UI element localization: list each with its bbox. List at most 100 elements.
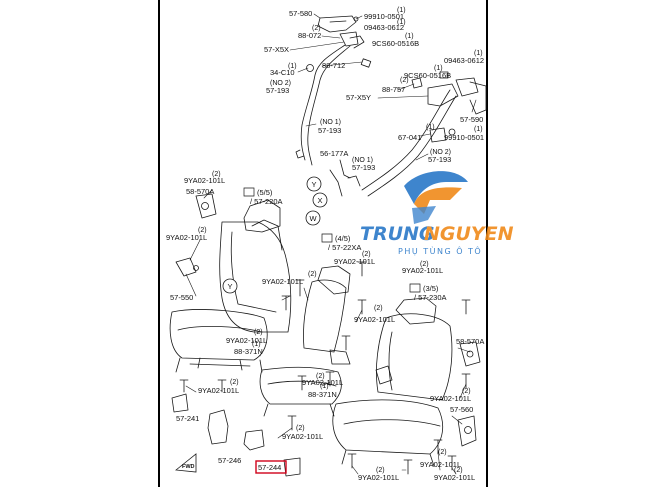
- part-88-371n-2: 88-371N: [308, 390, 337, 399]
- part-57-x5x: 57-X5X: [264, 45, 289, 54]
- qty-9ya02-14: (2): [454, 467, 463, 474]
- fwd-label: FWD: [182, 464, 195, 470]
- brand-watermark: TRUNG NGUYEN PHỤ TÙNG Ô TÔ: [360, 171, 514, 256]
- qty-67-041: (1): [426, 124, 435, 131]
- part-57-230a: / 57-230A: [414, 293, 447, 302]
- section-label-55: (5/5): [257, 188, 273, 197]
- brand-name-b: NGUYEN: [424, 223, 514, 245]
- qty-9ya02-4: (2): [420, 261, 429, 268]
- qty-9ya02-12: (2): [438, 449, 447, 456]
- brand-tagline: PHỤ TÙNG Ô TÔ: [398, 245, 482, 256]
- qty-34-c10: (1): [288, 63, 297, 70]
- qty-9ya02-7: (2): [254, 329, 263, 336]
- marker-y-circle: [306, 176, 322, 192]
- qty-9cs60-top: (1): [405, 33, 414, 40]
- brand-logo-icon: [404, 171, 468, 204]
- part-09463-0612-top: 09463-0612: [364, 23, 404, 32]
- marker-x-circle: [312, 192, 328, 208]
- qty-99910-right: (1): [474, 126, 483, 133]
- section-55-icon: [243, 187, 255, 197]
- qty-9ya02-5: (2): [308, 271, 317, 278]
- left-seat-assembly: [169, 193, 305, 393]
- qty-9ya02-10: (2): [462, 388, 471, 395]
- qty-88-072: (2): [312, 25, 321, 32]
- part-9ya02-101l-7: 9YA02-101L: [226, 336, 267, 345]
- qty-9ya02-1: (2): [212, 171, 221, 178]
- part-67-041: 67-041: [398, 133, 421, 142]
- part-09463-0612-right: 09463-0612: [444, 56, 484, 65]
- qty-9ya02-2: (2): [198, 227, 207, 234]
- qty-9ya02-6: (2): [374, 305, 383, 312]
- part-34-c10: 34-C10: [270, 68, 295, 77]
- part-9ya02-101l-8: 9YA02-101L: [302, 378, 343, 387]
- part-57-246: 57-246: [218, 456, 241, 465]
- marker-x: X: [318, 196, 323, 205]
- qty-88-371n-2: (1): [320, 383, 329, 390]
- part-57-193-c: 57-193: [428, 155, 451, 164]
- marker-y-seat-circle: [222, 278, 238, 294]
- part-9ya02-101l-5: 9YA02-101L: [262, 277, 303, 286]
- marker-y-seat: Y: [228, 282, 233, 291]
- part-88-371n-1: 88-371N: [234, 347, 263, 356]
- section-label-45: (4/5): [335, 234, 351, 243]
- qty-88-371n-1: (1): [252, 341, 261, 348]
- marker-w: W: [310, 214, 318, 223]
- note-no1-d: (NO 1): [352, 157, 373, 164]
- leader-lines: [185, 13, 477, 475]
- qty-88-757: (2): [400, 77, 409, 84]
- part-99910-0501-top: 99910-0501: [364, 12, 404, 21]
- center-seat-assembly: [259, 261, 367, 431]
- qty-9ya02-3: (2): [362, 251, 371, 258]
- qty-09463-top: (1): [397, 19, 406, 26]
- part-57-580: 57-580: [289, 9, 312, 18]
- part-58-570a-right: 58-570A: [456, 337, 484, 346]
- part-88-757: 88-757: [382, 85, 405, 94]
- marker-y: Y: [312, 180, 317, 189]
- section-label-35: (3/5): [423, 284, 439, 293]
- marker-w-circle: [305, 210, 321, 226]
- part-99910-0501-right: 99910-0501: [444, 133, 484, 142]
- qty-99910-top: (1): [397, 7, 406, 14]
- top-cable-assembly: [295, 15, 487, 197]
- qty-9cs60-right: (1): [434, 65, 443, 72]
- left-border-line: [158, 0, 160, 487]
- highlighted-part-box: [255, 460, 287, 474]
- right-seat-assembly: [332, 297, 481, 475]
- part-57-241: 57-241: [176, 414, 199, 423]
- part-58-570a-left: 58-570A: [186, 187, 214, 196]
- part-57-193-d: 57-193: [352, 163, 375, 172]
- reference-markers: Y X W Y: [222, 176, 328, 294]
- part-57-22xa: / 57-22XA: [328, 243, 361, 252]
- part-57-244: 57-244: [258, 463, 281, 472]
- part-9ya02-101l-9: 9YA02-101L: [198, 386, 239, 395]
- part-9cs60-0516b-right: 9CS60-0516B: [404, 71, 451, 80]
- part-9cs60-0516b-top: 9CS60-0516B: [372, 39, 419, 48]
- part-9ya02-101l-3: 9YA02-101L: [334, 257, 375, 266]
- part-9ya02-101l-11: 9YA02-101L: [282, 432, 323, 441]
- fwd-arrow-icon: FWD: [174, 453, 197, 473]
- note-no2-c: (NO 2): [430, 149, 451, 156]
- note-no1-b: (NO 1): [320, 119, 341, 126]
- part-57-193-b: 57-193: [318, 126, 341, 135]
- part-56-177a: 56-177A: [320, 149, 348, 158]
- part-57-590: 57-590: [460, 115, 483, 124]
- part-57-550: 57-550: [170, 293, 193, 302]
- part-9ya02-101l-10: 9YA02-101L: [430, 394, 471, 403]
- note-no2-a: (NO 2): [270, 80, 291, 87]
- part-57-560: 57-560: [450, 405, 473, 414]
- qty-9ya02-9: (2): [230, 379, 239, 386]
- section-35-icon: [409, 283, 421, 293]
- part-9ya02-101l-14: 9YA02-101L: [434, 473, 475, 482]
- part-labels: 57-580 (1) 99910-0501 (1) 09463-0612 (2)…: [166, 7, 484, 482]
- part-9ya02-101l-4: 9YA02-101L: [402, 266, 443, 275]
- brand-name-a: TRUNG: [360, 223, 435, 245]
- qty-9ya02-13: (2): [376, 467, 385, 474]
- part-9ya02-101l-13: 9YA02-101L: [358, 473, 399, 482]
- section-icons: [243, 187, 421, 293]
- qty-09463-right: (1): [474, 50, 483, 57]
- part-9ya02-101l-2: 9YA02-101L: [166, 233, 207, 242]
- part-9ya02-101l-12: 9YA02-101L: [420, 460, 461, 469]
- part-9ya02-101l-1: 9YA02-101L: [184, 176, 225, 185]
- part-88-072: 88-072: [298, 31, 321, 40]
